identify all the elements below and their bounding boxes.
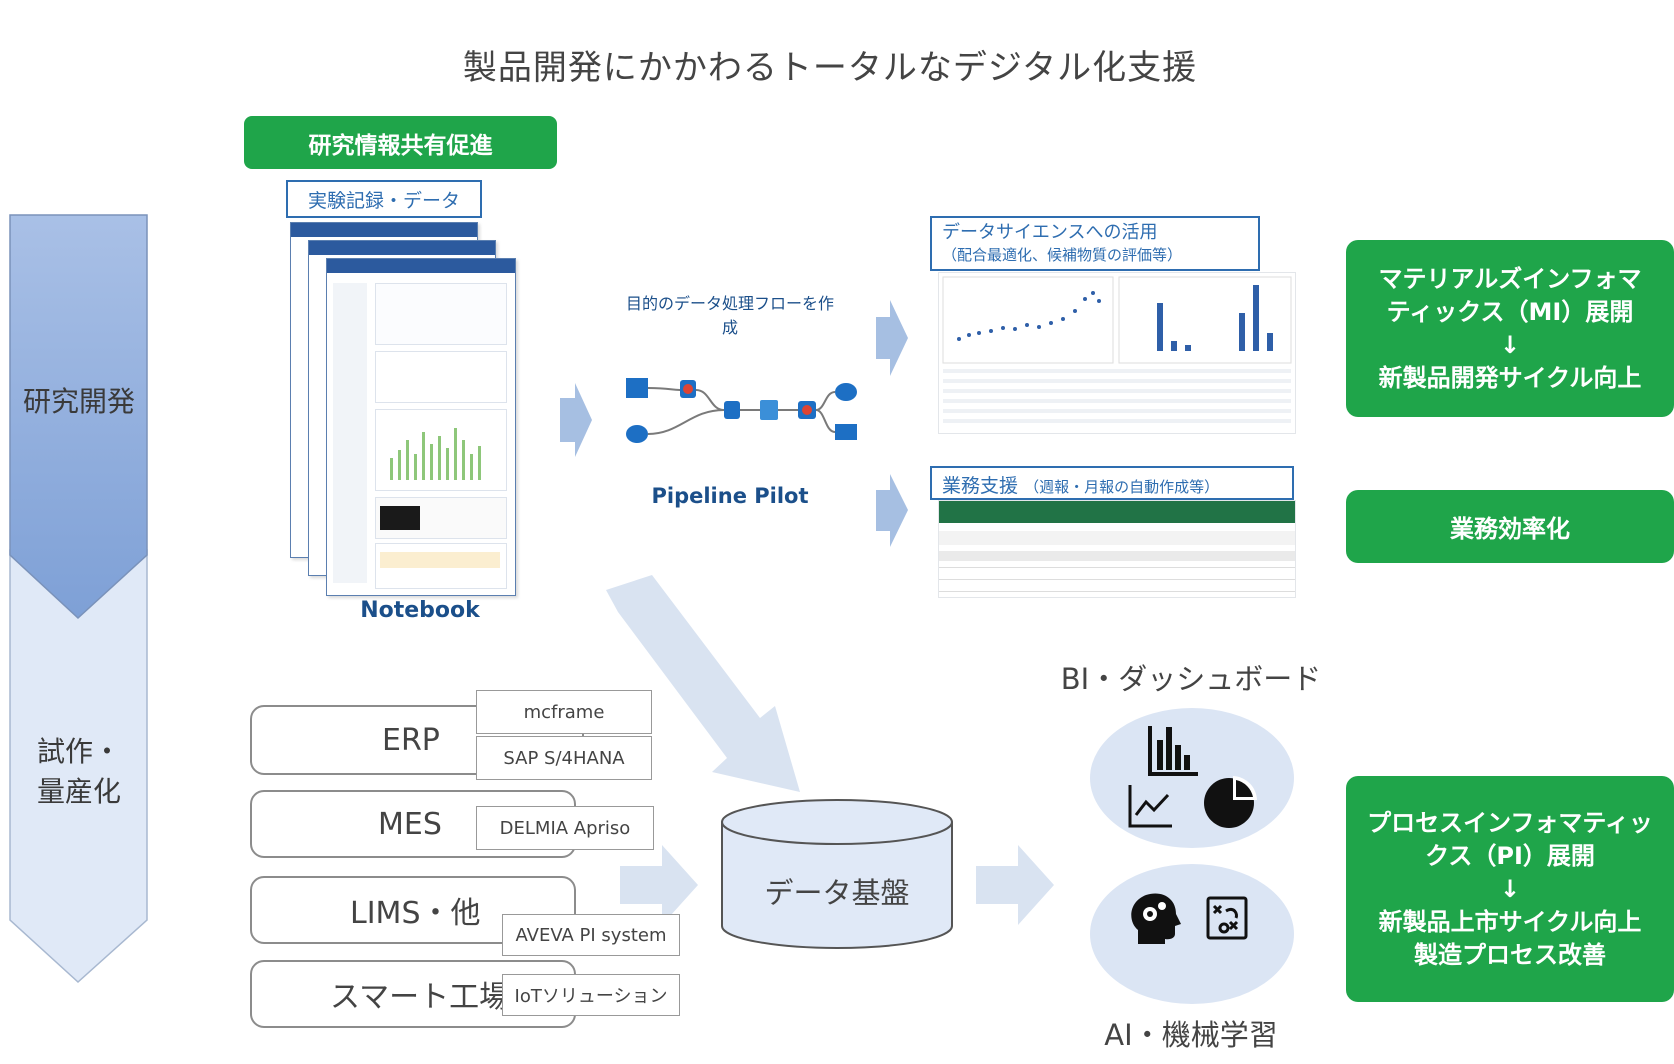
system-mes-label: MES: [378, 806, 442, 842]
mi-line-2: ティックス（MI）展開: [1386, 297, 1634, 326]
database-cylinder: [721, 799, 953, 949]
pi-line-3: 新製品上市サイクル向上: [1378, 907, 1642, 936]
arrow-pipeline-business: [876, 474, 908, 547]
pie-chart-icon: [1204, 776, 1257, 828]
system-smart-factory-label: スマート工場: [330, 980, 510, 1015]
tag-aveva: AVEVA PI system: [502, 914, 680, 956]
page-title: 製品開発にかかわるトータルなデジタル化支援: [462, 48, 1198, 88]
phase-arrow-research: [9, 214, 148, 620]
scatter-and-bar-mockup: [942, 276, 1292, 423]
excel-screenshot: [938, 500, 1296, 598]
system-lims: LIMS・他: [250, 876, 576, 944]
data-platform-label: データ基盤: [764, 876, 910, 910]
ai-ml-label: AI・機械学習: [1104, 1018, 1278, 1052]
mi-result-box: マテリアルズインフォマ ティックス（MI）展開 ↓ 新製品開発サイクル向上: [1346, 240, 1674, 417]
pi-result-box: プロセスインフォマティッ クス（PI）展開 ↓ 新製品上市サイクル向上 製造プロ…: [1346, 776, 1674, 1002]
pi-line-2: クス（PI）展開: [1425, 841, 1595, 870]
mi-line-3: 新製品開発サイクル向上: [1378, 363, 1642, 392]
pipeline-node-read-corporate: [626, 425, 648, 443]
pipeline-node-remove-duplicates: [724, 401, 740, 419]
arrow-notebook-pipeline: [560, 383, 592, 457]
tag-mcframe: mcframe: [476, 690, 652, 734]
mi-arrow-icon: ↓: [1499, 330, 1521, 359]
diagonal-arrow: [606, 575, 800, 792]
mini-bar-chart: [390, 428, 481, 480]
phase-label-research: 研究開発: [22, 385, 135, 418]
business-support-title: 業務支援: [942, 475, 1019, 497]
pipeline-node-review: [835, 424, 857, 440]
head-gears-icon: [1131, 893, 1181, 944]
ai-circle: [1090, 864, 1294, 1004]
pipeline-node-filter: [798, 401, 816, 419]
experiment-records-label: 実験記録・データ: [286, 180, 482, 218]
business-support-subtitle: （週報・月報の自動作成等）: [1024, 478, 1220, 496]
data-science-screenshot: [938, 272, 1296, 434]
bar-chart-icon: [1148, 726, 1198, 776]
pipeline-flow-diagram: [626, 378, 857, 443]
pipeline-node-read-external: [626, 378, 648, 398]
pi-line-4: 製造プロセス改善: [1414, 940, 1606, 969]
bi-dashboard-label: BI・ダッシュボード: [1060, 662, 1322, 696]
tag-delmia: DELMIA Apriso: [476, 806, 654, 850]
bi-circle: [1090, 708, 1294, 848]
tag-iot: IoTソリューション: [502, 974, 680, 1016]
pipeline-node-create-db: [835, 383, 857, 401]
tag-sap: SAP S/4HANA: [476, 736, 652, 780]
pi-arrow-icon: ↓: [1499, 874, 1521, 903]
flow-caption: 目的のデータ処理フローを作成: [625, 294, 834, 337]
phase-label-production-1: 試作・: [36, 735, 121, 768]
line-chart-icon: [1128, 785, 1172, 828]
pi-line-1: プロセスインフォマティッ: [1367, 808, 1653, 837]
notebook-caption: Notebook: [360, 598, 480, 623]
data-science-subtitle: （配合最適化、候補物質の評価等）: [942, 246, 1183, 264]
arrow-pipeline-datascience: [876, 300, 908, 376]
data-science-box: データサイエンスへの活用 （配合最適化、候補物質の評価等）: [930, 216, 1260, 271]
research-share-label: 研究情報共有促進: [244, 116, 557, 169]
efficiency-box: 業務効率化: [1346, 490, 1674, 563]
pipeline-caption: Pipeline Pilot: [651, 484, 809, 508]
pipeline-node-calculate: [760, 400, 778, 420]
pipeline-node-remove-dirty: [680, 380, 696, 398]
business-support-box: 業務支援 （週報・月報の自動作成等）: [930, 466, 1294, 500]
notebook-window-front: [326, 258, 516, 596]
system-lims-label: LIMS・他: [350, 896, 481, 931]
mi-line-1: マテリアルズインフォマ: [1378, 264, 1642, 293]
phase-label-production-2: 量産化: [36, 775, 121, 808]
system-erp-label: ERP: [382, 722, 440, 758]
arrow-systems-platform: [620, 845, 698, 925]
arrow-platform-bi: [976, 845, 1054, 925]
data-science-title: データサイエンスへの活用: [942, 222, 1158, 243]
strategy-board-icon: [1206, 896, 1248, 940]
